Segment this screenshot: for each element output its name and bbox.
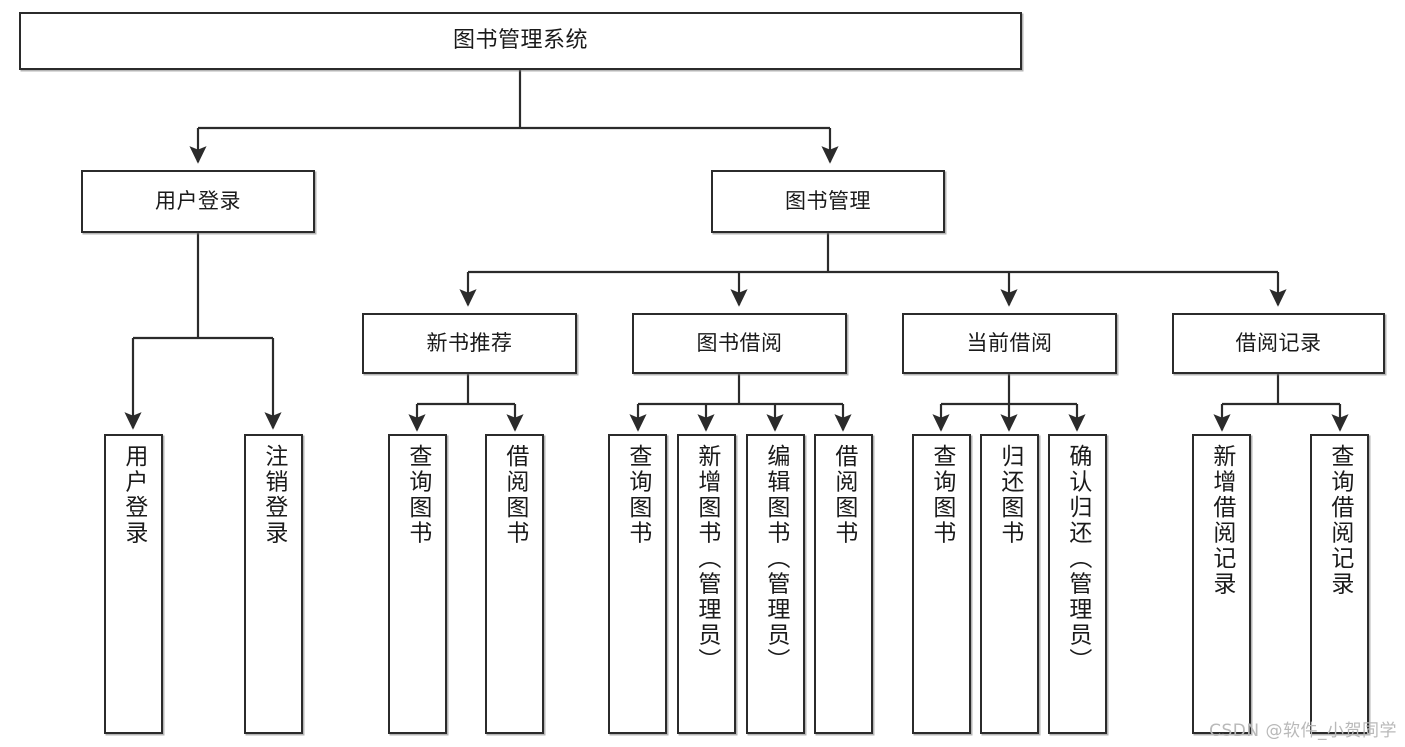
node-leaf-add-borrow-record[interactable]: 新增借阅记录	[1192, 434, 1251, 734]
csdn-watermark: CSDN @软件_小贺同学	[1209, 721, 1397, 741]
node-book-management[interactable]: 图书管理	[711, 170, 945, 233]
node-label: 新增图书（管理员）	[693, 444, 720, 674]
node-book-borrow[interactable]: 图书借阅	[632, 313, 847, 374]
node-leaf-query-book-borrow[interactable]: 查询图书	[608, 434, 667, 734]
node-label: 新增借阅记录	[1208, 444, 1235, 597]
node-label: 当前借阅	[966, 330, 1053, 355]
node-label: 查询图书	[404, 444, 431, 546]
node-label: 图书管理系统	[452, 27, 588, 53]
node-label: 查询借阅记录	[1326, 444, 1353, 597]
node-label: 新书推荐	[426, 330, 513, 355]
node-leaf-logout[interactable]: 注销登录	[244, 434, 303, 734]
node-leaf-return-book[interactable]: 归还图书	[980, 434, 1039, 734]
node-label: 查询图书	[624, 444, 651, 546]
node-leaf-edit-book-admin[interactable]: 编辑图书（管理员）	[746, 434, 805, 734]
node-label: 用户登录	[155, 188, 241, 213]
node-label: 图书借阅	[696, 330, 783, 355]
node-leaf-borrow-book-rec[interactable]: 借阅图书	[485, 434, 544, 734]
node-leaf-borrow-book[interactable]: 借阅图书	[814, 434, 873, 734]
node-label: 查询图书	[928, 444, 955, 546]
node-label: 借阅图书	[830, 444, 857, 546]
node-label: 借阅图书	[501, 444, 528, 546]
node-user-login[interactable]: 用户登录	[81, 170, 315, 233]
node-label: 编辑图书（管理员）	[762, 444, 789, 674]
node-label: 用户登录	[120, 444, 147, 546]
node-leaf-query-book-rec[interactable]: 查询图书	[388, 434, 447, 734]
node-label: 图书管理	[785, 188, 871, 213]
node-current-borrow[interactable]: 当前借阅	[902, 313, 1117, 374]
node-new-book-recommendation[interactable]: 新书推荐	[362, 313, 577, 374]
node-label: 注销登录	[260, 444, 287, 546]
node-leaf-add-book-admin[interactable]: 新增图书（管理员）	[677, 434, 736, 734]
node-borrow-record[interactable]: 借阅记录	[1172, 313, 1385, 374]
node-leaf-confirm-return-admin[interactable]: 确认归还（管理员）	[1048, 434, 1107, 734]
node-leaf-user-login[interactable]: 用户登录	[104, 434, 163, 734]
node-leaf-query-borrow-record[interactable]: 查询借阅记录	[1310, 434, 1369, 734]
node-root-system[interactable]: 图书管理系统	[19, 12, 1022, 70]
node-label: 归还图书	[996, 444, 1023, 546]
node-label: 确认归还（管理员）	[1064, 444, 1091, 674]
node-label: 借阅记录	[1235, 330, 1322, 355]
node-leaf-query-book-current[interactable]: 查询图书	[912, 434, 971, 734]
